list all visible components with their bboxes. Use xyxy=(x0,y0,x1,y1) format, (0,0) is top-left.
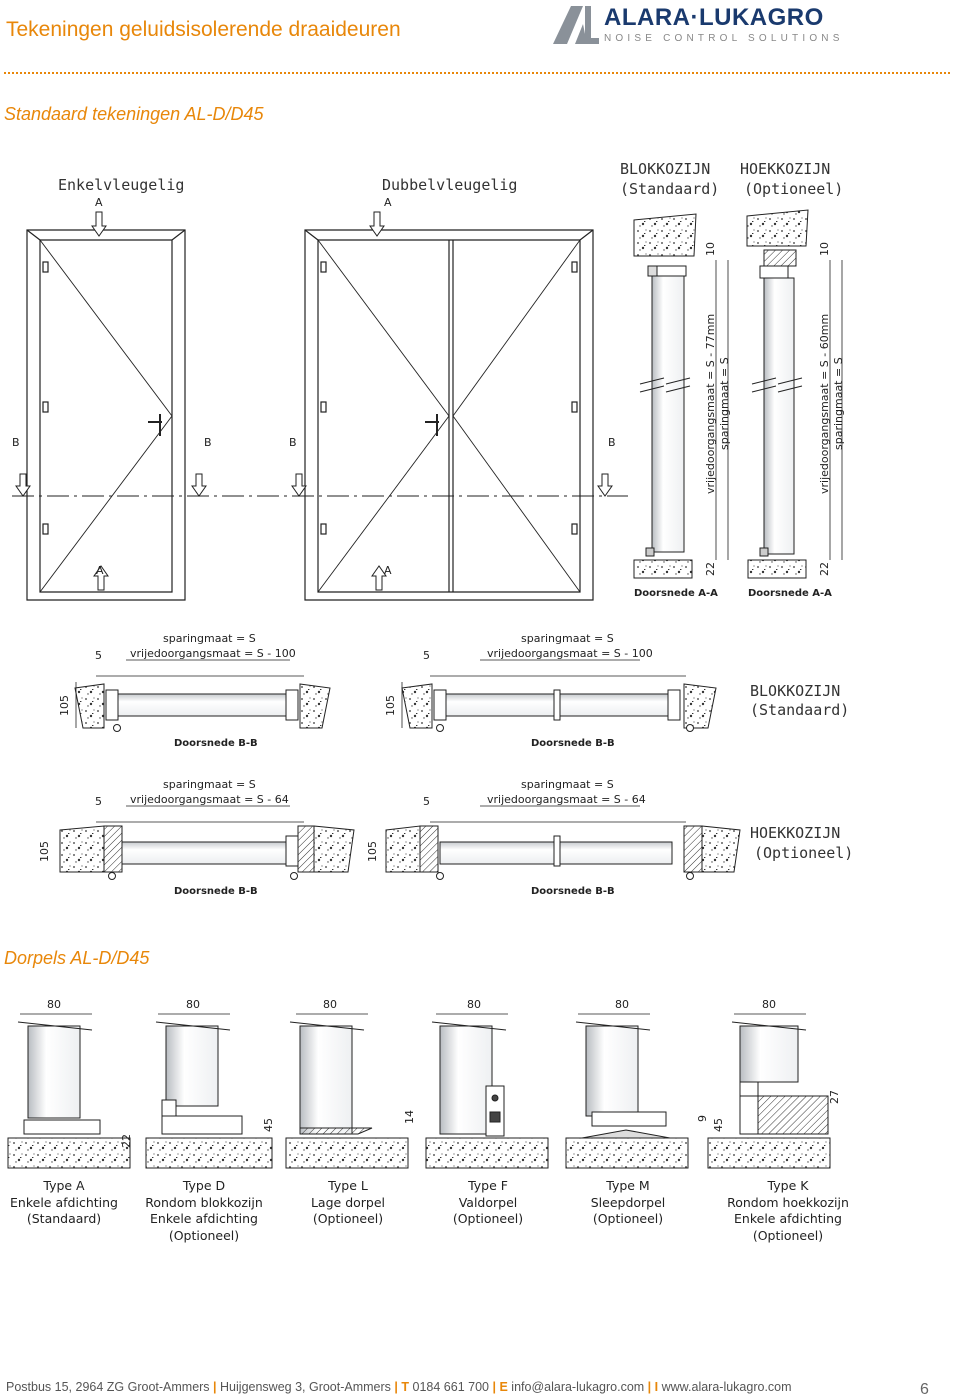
footer: Postbus 15, 2964 ZG Groot-Ammers | Huijg… xyxy=(6,1380,792,1394)
section-bb-hoek-left xyxy=(59,805,355,880)
footer-address: Postbus 15, 2964 ZG Groot-Ammers xyxy=(6,1380,210,1394)
bb2-dim5: 5 xyxy=(423,649,430,662)
bb2-caption: Doorsnede B-B xyxy=(531,738,615,749)
section-aa-blokkozijn xyxy=(633,213,729,579)
type-k-caption: Type K Rondom hoekkozijn Enkele afdichti… xyxy=(727,1178,849,1243)
mark-b-3: B xyxy=(289,436,297,449)
bb-hoek-line1: HOEKKOZIJN xyxy=(750,824,841,842)
dorpel-k-width: 80 xyxy=(762,998,776,1011)
double-door-elevation xyxy=(304,229,594,601)
dorpel-a-width: 80 xyxy=(47,998,61,1011)
thresholds xyxy=(7,1013,831,1169)
bb3-vrij: vrijedoorgangsmaat = S - 64 xyxy=(130,793,289,806)
mark-a-bottom-left: A xyxy=(96,564,104,577)
section-b-arrows xyxy=(15,473,613,497)
type-m-caption: Type M Sleepdorpel (Optioneel) xyxy=(590,1178,666,1226)
section-heading-standaard: Standaard tekeningen AL-D/D45 xyxy=(4,104,264,124)
mark-b-1: B xyxy=(12,436,20,449)
dorpel-m-height-1: 9 xyxy=(696,1115,709,1122)
label-enkelvleugelig: Enkelvleugelig xyxy=(58,176,185,194)
dorpel-m-height-2: 45 xyxy=(712,1118,725,1132)
bb2-dim105: 105 xyxy=(384,695,397,716)
bb3-spar: sparingmaat = S xyxy=(163,778,256,791)
bb-blok-line1: BLOKKOZIJN xyxy=(750,682,841,700)
dorpel-a-height: 22 xyxy=(120,1134,133,1148)
section-heading-dorpels: Dorpels AL-D/D45 xyxy=(4,948,150,968)
aa-hoek-vrij: vrijedoorgangsmaat = S - 60mm xyxy=(818,313,831,494)
aa-blok-spar: sparingmaat = S xyxy=(718,357,731,450)
bb4-dim5: 5 xyxy=(423,795,430,808)
bb1-dim105: 105 xyxy=(58,695,71,716)
page-number: 6 xyxy=(920,1381,929,1398)
dim-22-hoek: 22 xyxy=(818,562,831,576)
bb4-vrij: vrijedoorgangsmaat = S - 64 xyxy=(487,793,646,806)
bb4-spar: sparingmaat = S xyxy=(521,778,614,791)
bb4-caption: Doorsnede B-B xyxy=(531,886,615,897)
label-blokkozijn-line1: BLOKKOZIJN xyxy=(620,160,711,178)
single-door-elevation xyxy=(26,229,186,601)
dim-10-blok: 10 xyxy=(704,242,717,256)
label-blokkozijn-line2: (Standaard) xyxy=(620,180,720,198)
dorpel-f-width: 80 xyxy=(467,998,481,1011)
bb3-caption: Doorsnede B-B xyxy=(174,886,258,897)
dorpel-l-height: 14 xyxy=(403,1110,416,1124)
mark-a-bottom-right: A xyxy=(384,564,392,577)
dorpel-d-width: 80 xyxy=(186,998,200,1011)
footer-street: Huijgensweg 3, Groot-Ammers xyxy=(220,1380,391,1394)
section-bb-hoek-right xyxy=(385,805,741,880)
bb-hoek-line2: (Optioneel) xyxy=(754,844,854,862)
header-divider xyxy=(4,72,950,74)
type-f-caption: Type F Valdorpel (Optioneel) xyxy=(452,1178,524,1226)
page-title: Tekeningen geluidsisolerende draaideuren xyxy=(6,18,401,41)
label-hoekkozijn-line2: (Optioneel) xyxy=(744,180,844,198)
label-dubbelvleugelig: Dubbelvleugelig xyxy=(382,176,518,194)
bb2-vrij: vrijedoorgangsmaat = S - 100 xyxy=(487,647,653,660)
section-bb-blok-right xyxy=(401,659,717,732)
type-l-caption: Type L Lage dorpel (Optioneel) xyxy=(310,1178,386,1226)
dorpel-l-width: 80 xyxy=(323,998,337,1011)
mark-b-4: B xyxy=(608,436,616,449)
bb1-spar: sparingmaat = S xyxy=(163,632,256,645)
bb1-dim5: 5 xyxy=(95,649,102,662)
type-a-caption: Type A Enkele afdichting (Standaard) xyxy=(10,1178,118,1226)
bb1-caption: Doorsnede B-B xyxy=(174,738,258,749)
footer-email[interactable]: info@alara-lukagro.com xyxy=(511,1380,645,1394)
dorpel-k-height: 27 xyxy=(828,1090,841,1104)
dim-10-hoek: 10 xyxy=(818,242,831,256)
bb3-dim5: 5 xyxy=(95,795,102,808)
bb3-dim105: 105 xyxy=(38,841,51,862)
type-d-caption: Type D Rondom blokkozijn Enkele afdichti… xyxy=(145,1178,263,1243)
bb2-spar: sparingmaat = S xyxy=(521,632,614,645)
footer-phone: 0184 661 700 xyxy=(412,1380,489,1394)
bb1-vrij: vrijedoorgangsmaat = S - 100 xyxy=(130,647,296,660)
caption-doorsnede-aa-blok: Doorsnede A-A xyxy=(634,588,718,599)
brand-logo-icon xyxy=(553,6,599,44)
aa-blok-vrij: vrijedoorgangsmaat = S - 77mm xyxy=(704,313,717,494)
bb-blok-line2: (Standaard) xyxy=(750,701,850,719)
section-aa-hoekkozijn xyxy=(746,209,843,579)
section-bb-blok-left xyxy=(74,659,331,732)
brand-name: ALARA·LUKAGRO xyxy=(604,4,824,31)
brand-tagline: NOISE CONTROL SOLUTIONS xyxy=(604,33,844,44)
caption-doorsnede-aa-hoek: Doorsnede A-A xyxy=(748,588,832,599)
bb4-dim105: 105 xyxy=(366,841,379,862)
dorpel-m-width: 80 xyxy=(615,998,629,1011)
footer-website[interactable]: www.alara-lukagro.com xyxy=(661,1380,792,1394)
dorpel-d-height: 45 xyxy=(262,1118,275,1132)
dim-22-blok: 22 xyxy=(704,562,717,576)
mark-a-top-right: A xyxy=(384,196,392,209)
label-hoekkozijn-line1: HOEKKOZIJN xyxy=(740,160,831,178)
mark-b-2: B xyxy=(204,436,212,449)
aa-hoek-spar: sparingmaat = S xyxy=(832,357,845,450)
mark-a-top-left: A xyxy=(95,196,103,209)
section-a-arrows xyxy=(91,211,387,591)
